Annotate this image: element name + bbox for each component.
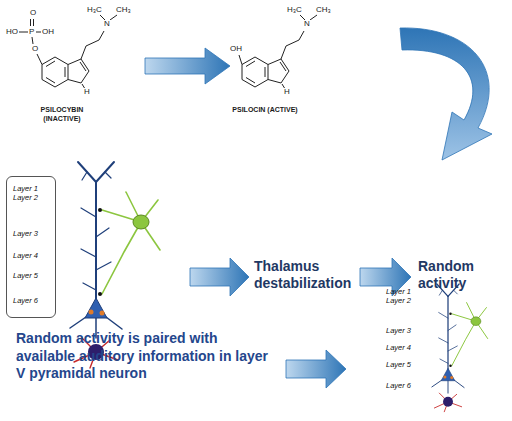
atom-label: O bbox=[29, 9, 37, 17]
atom-label: P bbox=[28, 28, 35, 36]
description-text: Random activity is paired with available… bbox=[16, 330, 278, 383]
atom-label: H₃C bbox=[86, 6, 103, 14]
block-arrow bbox=[286, 350, 346, 388]
layer-label: Layer 4 bbox=[13, 251, 38, 260]
layer-label: Layer 1 bbox=[386, 288, 411, 296]
process-text: Thalamus destabilization bbox=[254, 258, 358, 292]
atom-label: H bbox=[83, 88, 91, 96]
atom-label: HO bbox=[5, 28, 19, 36]
atom-label: N bbox=[303, 20, 311, 28]
layer-label: Layer 6 bbox=[13, 296, 38, 305]
layer-label: Layer 2 bbox=[13, 193, 38, 202]
atom-label: CH₃ bbox=[115, 6, 132, 14]
molecule-name: PSILOCIN (ACTIVE) bbox=[230, 106, 300, 115]
atom-label: CH₃ bbox=[315, 6, 332, 14]
block-arrow bbox=[360, 258, 411, 296]
block-arrow bbox=[190, 258, 249, 296]
layer-label: Layer 5 bbox=[13, 271, 38, 280]
process-text: Random activity bbox=[418, 258, 482, 292]
atom-label: O bbox=[31, 45, 39, 53]
atom-label: OH bbox=[229, 45, 243, 53]
atom-label: H₃C bbox=[286, 6, 303, 14]
psilocin-structure bbox=[239, 15, 317, 88]
layer-label: Layer 3 bbox=[386, 327, 411, 335]
molecule-name: PSILOCYBIN (INACTIVE) bbox=[27, 106, 97, 124]
layer-label: Layer 1 bbox=[13, 184, 38, 193]
atom-label: H bbox=[283, 88, 291, 96]
pyramidal-neuron bbox=[432, 284, 488, 412]
layer-box: Layer 1Layer 2 Layer 3 Layer 4 Layer 5 Layer… bbox=[6, 176, 56, 318]
layer-label: Layer 3 bbox=[13, 229, 38, 238]
atom-label: OH bbox=[41, 28, 55, 36]
block-arrow bbox=[145, 48, 230, 84]
layer-label: Layer 4 bbox=[386, 344, 411, 352]
layer-label: Layer 5 bbox=[386, 361, 411, 369]
psilocybin-structure bbox=[18, 15, 117, 88]
atom-label: N bbox=[103, 20, 111, 28]
layer-label: Layer 2 bbox=[386, 297, 411, 305]
layer-label: Layer 6 bbox=[386, 382, 411, 390]
curved-arrow bbox=[400, 28, 492, 160]
